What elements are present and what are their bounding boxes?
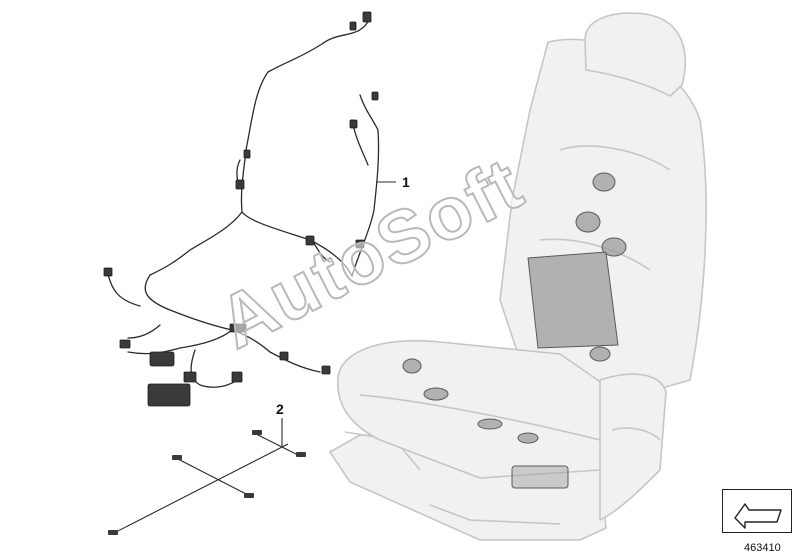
nav-arrow-box[interactable] xyxy=(722,489,792,533)
callout-2: 2 xyxy=(276,401,284,417)
seat-side-bolster xyxy=(599,373,667,521)
arrow-back-icon xyxy=(734,503,782,529)
sensor-wire-set xyxy=(111,418,301,535)
seat-headrest xyxy=(584,12,686,97)
callout-1-label: 1 xyxy=(402,174,410,190)
sensor-pads xyxy=(108,430,306,535)
callout-1: 1 xyxy=(376,174,410,190)
harness-connectors xyxy=(103,11,379,407)
reference-number: 463410 xyxy=(744,542,781,554)
callout-2-label: 2 xyxy=(276,401,284,417)
watermark-text: AutoSoft xyxy=(206,141,536,364)
lumbar-pad xyxy=(402,172,627,489)
